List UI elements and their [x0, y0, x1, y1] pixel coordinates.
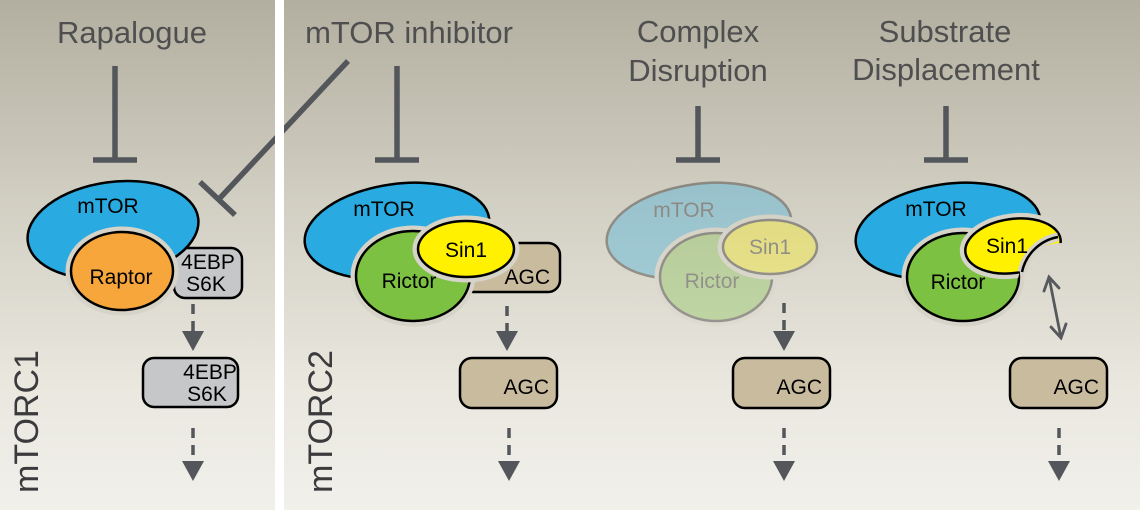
double-arrow-head-bottom	[1049, 322, 1068, 341]
inhibition-arrow	[676, 106, 720, 163]
arrowhead-icon	[496, 331, 518, 351]
released-agc-box	[458, 356, 559, 410]
double-headed-arrow	[1042, 274, 1068, 341]
mtor-ellipse	[605, 181, 793, 281]
arrowhead-icon	[182, 331, 204, 351]
double-arrow-line	[1047, 275, 1063, 340]
complex-side-label-mtorc2: mTORC2	[302, 350, 340, 493]
complex-side-label-mtorc1: mTORC1	[8, 350, 46, 493]
arrowhead-icon	[182, 461, 204, 481]
protein-label-mtor: mTOR	[905, 198, 966, 221]
dashed-arrow-release	[773, 303, 795, 351]
substrate-label-agc: AGC	[504, 266, 550, 289]
double-arrow-head-top	[1042, 274, 1061, 293]
substrate-label-s6k: S6K	[186, 273, 226, 296]
mtor-inhibitor-diagonal-tbar	[198, 179, 237, 218]
released-label-4ebp: 4EBP	[183, 361, 237, 384]
sin1-halo	[717, 214, 823, 280]
panel-rapalogue: Rapalogue mTOR Raptor 4EBP S6K 4EBP S6K …	[8, 15, 244, 493]
dashed-arrow-downstream	[498, 428, 520, 481]
protein-label-rictor: Rictor	[931, 271, 986, 294]
panel-title: mTOR inhibitor	[305, 15, 513, 50]
protein-label-mtor: mTOR	[653, 199, 714, 222]
arrowhead-icon	[498, 461, 520, 481]
raptor-ellipse	[69, 230, 175, 312]
protein-label-rictor: Rictor	[382, 270, 437, 293]
panel-title-line1: Complex	[637, 14, 760, 49]
panel-mtor-inhibitor: mTOR inhibitor mTOR Rictor Sin1 AGC AGC …	[302, 15, 562, 493]
rictor-ellipse	[658, 231, 774, 323]
panel-title: Rapalogue	[57, 15, 207, 50]
released-label-agc: AGC	[776, 376, 822, 399]
sin1-bite-outline	[1020, 235, 1059, 273]
released-agc-box	[731, 356, 832, 410]
arrowhead-icon	[773, 331, 795, 351]
released-label-s6k: S6K	[187, 383, 227, 406]
released-agc-box	[1008, 356, 1109, 410]
dashed-arrow-downstream	[773, 428, 795, 481]
inhibition-arrow	[924, 106, 968, 163]
released-label-agc: AGC	[503, 376, 549, 399]
protein-label-raptor: Raptor	[89, 266, 152, 289]
inhibition-arrow	[93, 66, 137, 163]
arrowhead-icon	[1048, 461, 1070, 481]
panel-title-line1: Substrate	[879, 14, 1012, 49]
disrupted-complex-faded: mTOR Rictor Sin1	[605, 181, 823, 327]
sin1-ellipse	[416, 219, 516, 279]
substrate-label-4ebp: 4EBP	[181, 251, 235, 274]
protein-label-mtor: mTOR	[77, 195, 138, 218]
panel-title-line2: Disruption	[628, 53, 768, 88]
protein-label-sin1: Sin1	[749, 236, 791, 259]
protein-label-rictor: Rictor	[685, 270, 740, 293]
panel-title-line2: Displacement	[852, 52, 1040, 87]
dashed-arrow-release	[496, 306, 518, 351]
released-substrate-box	[141, 356, 240, 409]
panel-substrate-displacement: Substrate Displacement mTOR Rictor Sin1 …	[852, 14, 1109, 481]
panel-divider	[275, 0, 284, 510]
dashed-arrow-release	[182, 304, 204, 351]
protein-label-mtor: mTOR	[353, 198, 414, 221]
panel-complex-disruption: Complex Disruption mTOR Rictor Sin1 AGC	[605, 14, 832, 481]
sin1-crescent	[964, 217, 1062, 275]
arrowhead-icon	[773, 461, 795, 481]
inhibition-arrow	[375, 66, 419, 163]
protein-label-sin1: Sin1	[986, 235, 1028, 258]
sin1-crescent-group	[959, 212, 1067, 280]
protein-label-sin1: Sin1	[445, 239, 487, 262]
rictor-halo	[654, 227, 778, 327]
sin1-ellipse	[721, 218, 819, 276]
released-label-agc: AGC	[1053, 376, 1099, 399]
dashed-arrow-downstream	[182, 428, 204, 481]
dashed-arrow-downstream	[1048, 428, 1070, 481]
